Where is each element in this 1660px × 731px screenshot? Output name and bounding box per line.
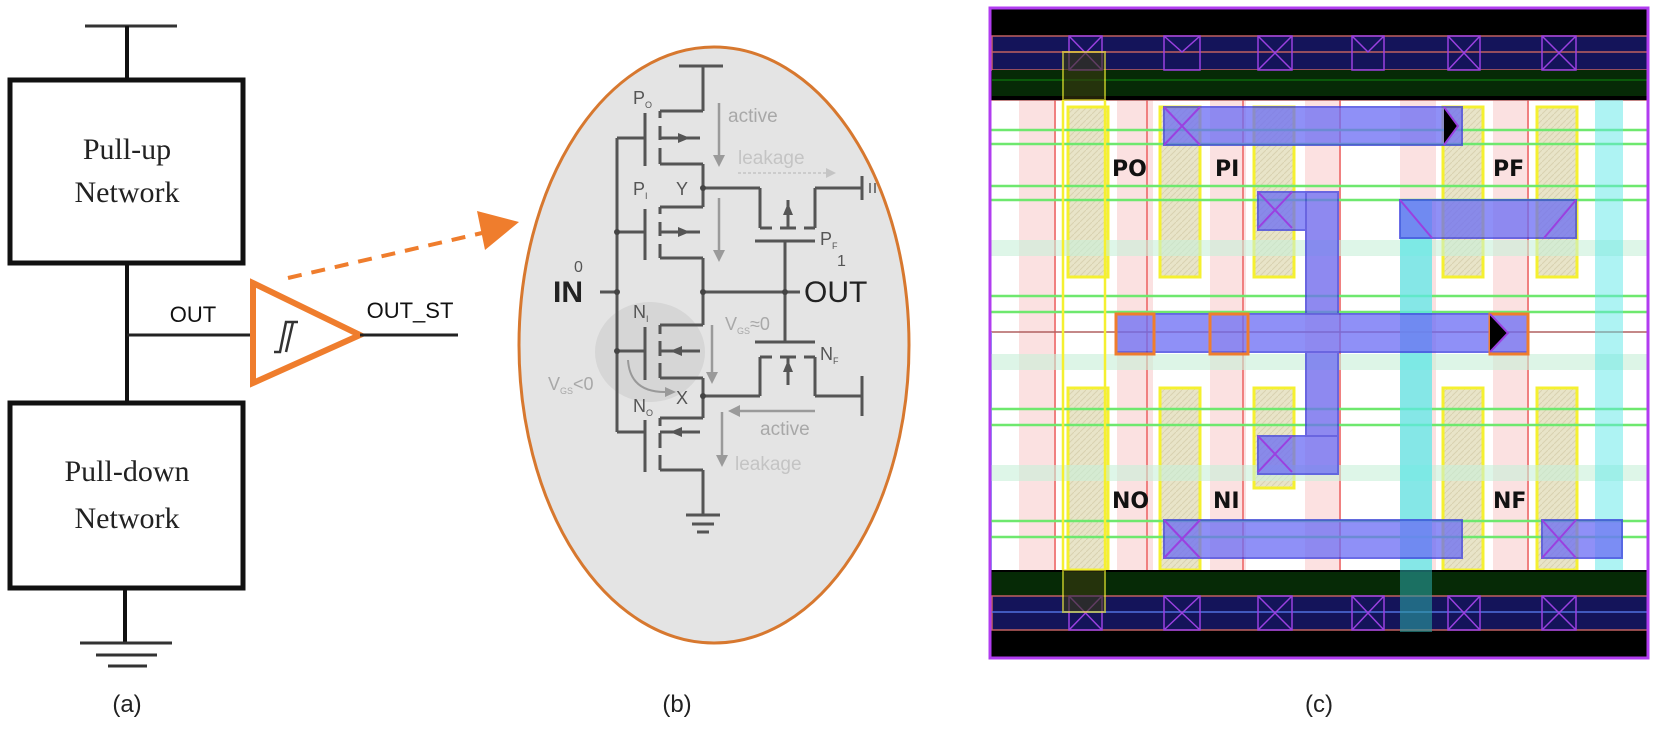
label-out: OUT [804,276,867,309]
label-n0: NO [633,396,653,418]
label-p0: PO [633,88,652,110]
panel-c: PO PI PF NO NI NF (c) [988,6,1650,718]
cell-boundary [988,6,1650,660]
junction-dots [614,185,788,399]
zoom-arrow [287,211,519,280]
transistor-arrows [670,133,793,437]
label-pi: PI [633,179,648,201]
label-pf-layout: PF [1493,157,1524,182]
gnd-rail-contacts [1068,595,1577,631]
label-pf: PF [820,229,838,251]
label-vgs-lt: VGS<0 [548,374,594,396]
pulldown-label-line2: Network [75,502,180,535]
schematic-wires [600,64,864,515]
transistor-labels: PO PI PF NO NI NF [1112,157,1526,514]
caption-a: (a) [112,691,141,718]
hysteresis-icon [274,320,298,354]
metal-routes-blue [1115,106,1623,559]
label-in: IN [553,276,583,309]
panel-a: Pull-up Network OUT OUT_ST Pull-down Net… [7,24,458,718]
left-contact-top [1062,51,1106,101]
zoom-arrow-head [477,211,519,250]
label-in-value: 0 [574,259,583,276]
annotation-labels: active leakage VGS≈0 VGS<0 active leakag… [548,106,810,475]
zoom-ellipse [517,45,911,645]
left-contact-bottom [1062,569,1106,613]
vgs-curve-arrowhead [665,387,676,397]
ground-icon-b [686,513,720,534]
caption-c: (c) [1305,691,1333,718]
schmitt-trigger-buffer [250,278,368,388]
ground-icon [80,641,172,668]
caption-b: (b) [662,691,691,718]
label-nf: NF [820,344,839,366]
bottom-cyan-via [1400,570,1432,632]
label-active-bottom: active [760,419,810,440]
label-ni: NI [633,302,649,324]
label-active-top: active [728,106,778,127]
right-contact-column [1595,35,1623,607]
current-arrows [706,103,815,467]
panel-b: PO PI Y PF 1 0 IN OUT NI NF X NO active … [517,45,911,718]
label-node-x: X [676,388,688,408]
pulldown-label-line1: Pull-down [64,455,189,488]
label-leakage-bottom: leakage [735,454,802,475]
leakage-arrow [738,168,836,178]
label-nf-layout: NF [1493,489,1526,514]
vgs-curve-arrow [627,359,666,393]
label-ni-layout: NI [1213,489,1240,514]
schematic-labels: PO PI Y PF 1 0 IN OUT NI NF X NO [553,88,867,418]
zoom-arrow-shaft [287,231,483,280]
pulldown-network-box [7,400,246,591]
pullup-label-line2: Network [75,176,180,209]
out-st-label: OUT_ST [367,298,454,323]
contact-x-marks [1163,106,1577,559]
label-node-y: Y [676,179,688,199]
label-vgs-eq: VGS≈0 [725,314,770,336]
label-leakage-top: leakage [738,148,805,169]
label-out-value: 1 [837,253,846,270]
pullup-network-box [7,77,246,266]
out-label: OUT [170,302,216,327]
label-no: NO [1112,489,1149,514]
cyan-via-column [1400,200,1432,632]
label-po: PO [1112,157,1147,182]
label-pi-layout: PI [1215,157,1239,182]
vdd-symbol-b [869,183,876,193]
pullup-label-line1: Pull-up [83,133,171,166]
